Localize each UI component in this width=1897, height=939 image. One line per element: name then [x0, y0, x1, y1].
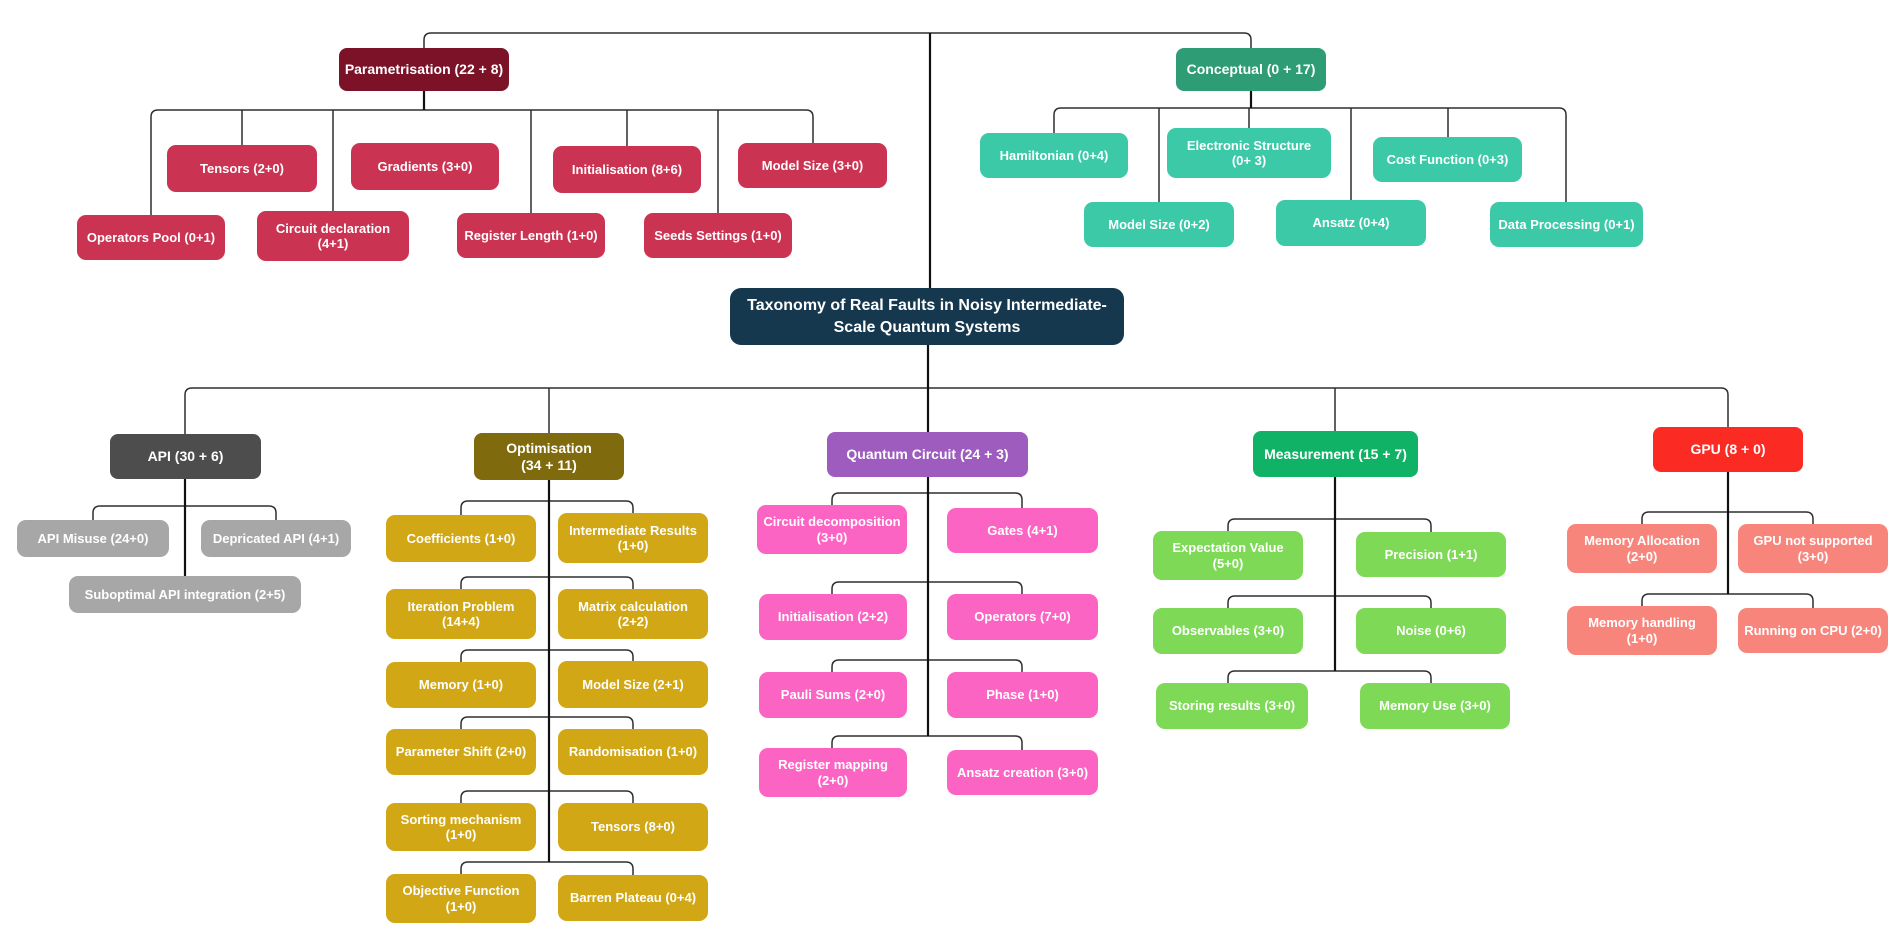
node-optimisation-intermediate-results: Intermediate Results (1+0) [558, 513, 708, 563]
node-parametrisation-register-length: Register Length (1+0) [457, 213, 605, 258]
node-parametrisation-tensors: Tensors (2+0) [167, 145, 317, 192]
connector-path [460, 790, 634, 803]
node-optimisation-coefficients: Coefficients (1+0) [386, 515, 536, 562]
node-conceptual-ansatz: Ansatz (0+4) [1276, 200, 1426, 246]
node-quantum-circuit-initialisation: Initialisation (2+2) [759, 594, 907, 640]
node-measurement-storing-results: Storing results (3+0) [1156, 683, 1308, 729]
node-gpu-memory-handling: Memory handling (1+0) [1567, 606, 1717, 655]
node-quantum-circuit-ansatz-creation: Ansatz creation (3+0) [947, 750, 1098, 795]
node-parametrisation-seeds-settings: Seeds Settings (1+0) [644, 213, 792, 258]
node-api-suboptimal-api-integration: Suboptimal API integration (2+5) [69, 576, 301, 613]
node-parametrisation-operators-pool: Operators Pool (0+1) [77, 215, 225, 260]
node-measurement-precision: Precision (1+1) [1356, 532, 1506, 577]
diagram-title: Taxonomy of Real Faults in Noisy Interme… [730, 288, 1124, 345]
node-optimisation-randomisation: Randomisation (1+0) [558, 729, 708, 775]
connector-path [423, 32, 1252, 48]
node-measurement-noise: Noise (0+6) [1356, 608, 1506, 654]
connector-path [1227, 595, 1432, 608]
connector-path [460, 861, 634, 875]
node-api-depricated-api: Depricated API (4+1) [201, 520, 351, 557]
node-conceptual-cost-function: Cost Function (0+3) [1373, 137, 1522, 182]
connector-path [150, 109, 814, 215]
node-measurement-memory-use: Memory Use (3+0) [1360, 683, 1510, 729]
node-parametrisation-initialisation: Initialisation (8+6) [553, 146, 701, 193]
node-optimisation-model-size: Model Size (2+1) [558, 661, 708, 708]
node-gpu-memory-allocation: Memory Allocation (2+0) [1567, 524, 1717, 573]
node-quantum-circuit-circuit-decomposition: Circuit decomposition (3+0) [757, 505, 907, 554]
connector-path [460, 649, 634, 662]
node-optimisation-parameter-shift: Parameter Shift (2+0) [386, 729, 536, 775]
node-quantum-circuit-register-mapping: Register mapping (2+0) [759, 748, 907, 797]
node-conceptual-parent: Conceptual (0 + 17) [1176, 48, 1326, 91]
node-parametrisation-parent: Parametrisation (22 + 8) [339, 48, 509, 91]
node-parametrisation-model-size: Model Size (3+0) [738, 143, 887, 188]
connector-path [1053, 107, 1567, 202]
node-measurement-parent: Measurement (15 + 7) [1253, 431, 1418, 477]
connector-path [1227, 670, 1432, 683]
node-gpu-running-on-cpu: Running on CPU (2+0) [1738, 608, 1888, 653]
connector-path [460, 576, 634, 589]
node-conceptual-hamiltonian: Hamiltonian (0+4) [980, 133, 1128, 178]
node-optimisation-matrix-calculation: Matrix calculation (2+2) [558, 589, 708, 639]
node-conceptual-electronic-structure: Electronic Structure (0+ 3) [1167, 128, 1331, 178]
node-api-parent: API (30 + 6) [110, 434, 261, 479]
node-quantum-circuit-operators: Operators (7+0) [947, 594, 1098, 640]
node-quantum-circuit-parent: Quantum Circuit (24 + 3) [827, 432, 1028, 477]
node-optimisation-memory: Memory (1+0) [386, 662, 536, 708]
node-optimisation-sorting-mechanism: Sorting mechanism (1+0) [386, 803, 536, 851]
connector-path [184, 387, 1729, 434]
node-optimisation-iteration-problem: Iteration Problem (14+4) [386, 589, 536, 639]
node-optimisation-objective-function: Objective Function (1+0) [386, 874, 536, 923]
node-parametrisation-circuit-declaration: Circuit declaration (4+1) [257, 211, 409, 261]
node-quantum-circuit-gates: Gates (4+1) [947, 508, 1098, 553]
connector-path [1227, 518, 1432, 532]
node-api-api-misuse: API Misuse (24+0) [17, 520, 169, 557]
node-parametrisation-gradients: Gradients (3+0) [351, 143, 499, 190]
node-measurement-observables: Observables (3+0) [1153, 608, 1303, 654]
node-conceptual-model-size: Model Size (0+2) [1084, 202, 1234, 247]
node-optimisation-parent: Optimisation (34 + 11) [474, 433, 624, 480]
connector-path [460, 716, 634, 729]
node-optimisation-barren-plateau: Barren Plateau (0+4) [558, 875, 708, 921]
node-gpu-gpu-not-supported: GPU not supported (3+0) [1738, 524, 1888, 573]
node-gpu-parent: GPU (8 + 0) [1653, 427, 1803, 472]
node-quantum-circuit-phase: Phase (1+0) [947, 672, 1098, 718]
node-conceptual-data-processing: Data Processing (0+1) [1490, 202, 1643, 247]
node-measurement-expectation-value: Expectation Value (5+0) [1153, 531, 1303, 580]
node-quantum-circuit-pauli-sums: Pauli Sums (2+0) [759, 672, 907, 718]
connector-path [460, 500, 634, 515]
node-optimisation-tensors: Tensors (8+0) [558, 803, 708, 851]
